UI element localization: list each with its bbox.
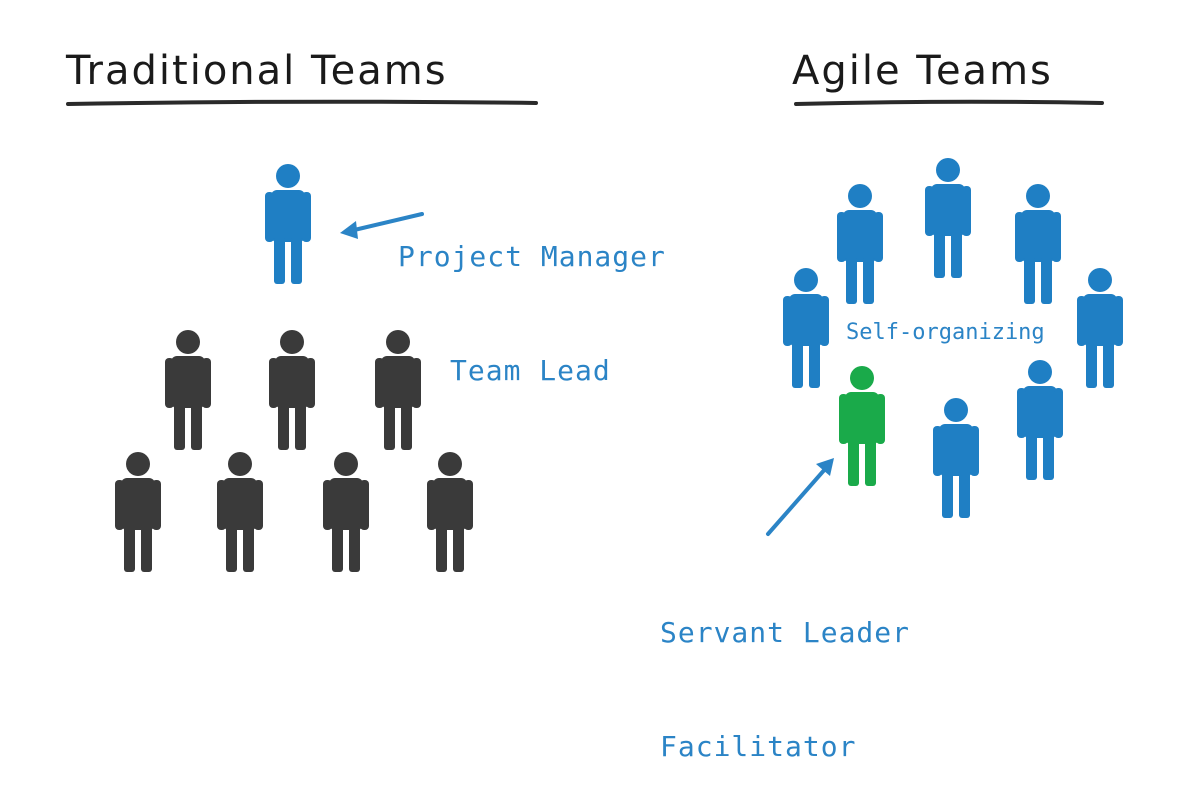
- team-member-figure: [427, 452, 473, 572]
- team-lead-text: Team Lead: [450, 354, 611, 387]
- facilitator-text: Facilitator: [660, 730, 857, 763]
- agile-member-figure: [1017, 360, 1063, 480]
- team-member-figure: [217, 452, 263, 572]
- traditional-heading-underline: [66, 99, 538, 106]
- agile-member-figure: [1015, 184, 1061, 304]
- team-member-figure: [323, 452, 369, 572]
- team-structure-diagram: [66, 99, 1123, 572]
- project-manager-arrow: [340, 212, 424, 239]
- traditional-team-members: [115, 330, 473, 572]
- traditional-teams-heading: Traditional Teams: [66, 48, 448, 94]
- agile-member-figure: [1077, 268, 1123, 388]
- project-manager-text: Project Manager: [398, 240, 666, 273]
- agile-member-figure: [783, 268, 829, 388]
- agile-member-figure: [933, 398, 979, 518]
- team-member-figure: [375, 330, 421, 450]
- agile-heading-underline: [794, 99, 1104, 106]
- project-manager-label: Project Manager Team Lead: [398, 162, 666, 428]
- servant-leader-figure: [839, 366, 885, 486]
- team-member-figure: [165, 330, 211, 450]
- agile-member-figure: [925, 158, 971, 278]
- team-member-figure: [269, 330, 315, 450]
- servant-leader-text: Servant Leader: [660, 616, 911, 649]
- servant-leader-arrow: [766, 458, 834, 536]
- agile-teams-heading: Agile Teams: [792, 48, 1053, 94]
- self-organizing-label: Self-organizing: [846, 320, 1045, 345]
- project-manager-figure: [265, 164, 311, 284]
- agile-team-members: [783, 158, 1123, 518]
- agile-member-figure: [837, 184, 883, 304]
- team-member-figure: [115, 452, 161, 572]
